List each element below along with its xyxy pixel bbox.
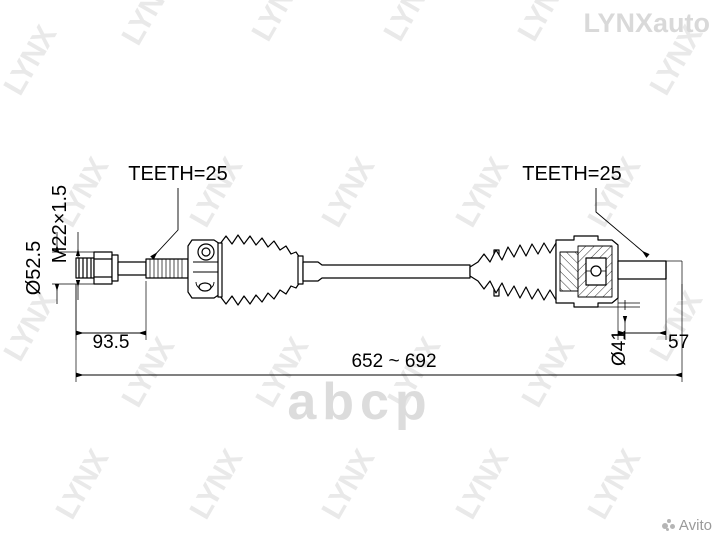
label-teeth-right: TEETH=25 [522,163,621,185]
label-length-left: 93.5 [93,332,130,353]
label-thread: M22×1.5 [49,185,71,263]
label-teeth-left: TEETH=25 [128,163,227,185]
abcp-watermark: abcp [287,373,433,431]
label-length-right: 57 [668,332,689,353]
avito-watermark: Avito [661,517,712,534]
label-diameter-right: Ø41 [609,330,630,366]
brand-watermark: LYNXauto [583,8,710,38]
avito-label: Avito [678,517,712,534]
label-diameter-left: Ø52.5 [23,241,45,295]
avito-logo-icon [661,519,675,532]
label-length-total: 652 ~ 692 [351,351,436,372]
